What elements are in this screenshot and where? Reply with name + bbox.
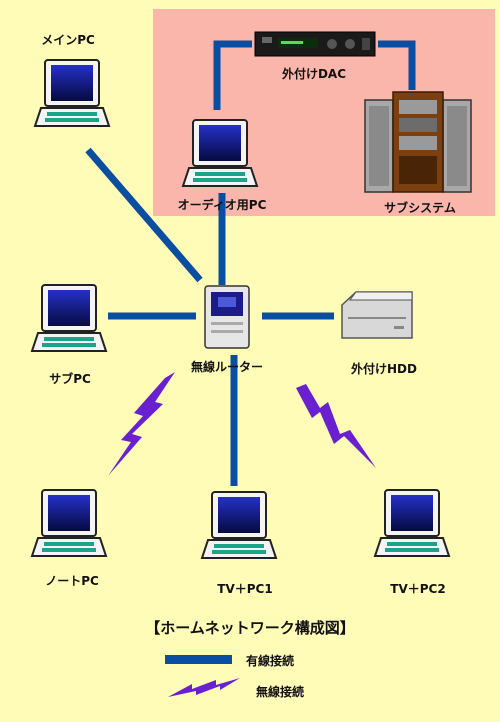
notebook-pc-laptop-icon (31, 489, 107, 557)
wireless-bolt-notebook (108, 372, 175, 476)
audio-pc-label: オーディオ用PC (177, 198, 267, 212)
audio-pc-laptop-icon (182, 119, 258, 187)
main-pc-label: メインPC (41, 33, 95, 47)
tv-pc2-laptop-icon (374, 489, 450, 557)
external-hdd-label: 外付けHDD (351, 362, 417, 376)
wired-line-main-pc (85, 147, 203, 283)
tv-pc1-label: TV＋PC1 (217, 582, 273, 596)
wired-line-dac-to-subsystem (378, 40, 416, 90)
notebook-pc-label: ノートPC (45, 574, 99, 588)
legend-wired-line-icon (165, 655, 232, 664)
external-hdd-icon (341, 291, 413, 339)
sub-pc-label: サブPC (49, 372, 91, 386)
external-dac-icon (254, 31, 376, 57)
legend-wired-label: 有線接続 (246, 654, 295, 668)
main-pc-laptop-icon (34, 59, 110, 127)
router-icon (204, 285, 250, 349)
legend-wireless-bolt-icon (168, 678, 240, 697)
wired-line-audio-pc-to-dac (213, 40, 252, 110)
legend-wireless-label: 無線接続 (256, 685, 305, 699)
sub-system-icon (364, 91, 472, 193)
router-label: 無線ルーター (190, 360, 264, 374)
tv-pc2-label: TV＋PC2 (390, 582, 446, 596)
wired-connections (85, 40, 416, 486)
tv-pc1-laptop-icon (201, 491, 277, 559)
external-dac-label: 外付けDAC (281, 67, 347, 81)
sub-pc-laptop-icon (31, 284, 107, 352)
diagram-title: 【ホームネットワーク構成図】 (145, 619, 355, 637)
sub-system-label: サブシステム (384, 201, 456, 215)
wireless-bolt-tv-pc2 (296, 384, 376, 468)
